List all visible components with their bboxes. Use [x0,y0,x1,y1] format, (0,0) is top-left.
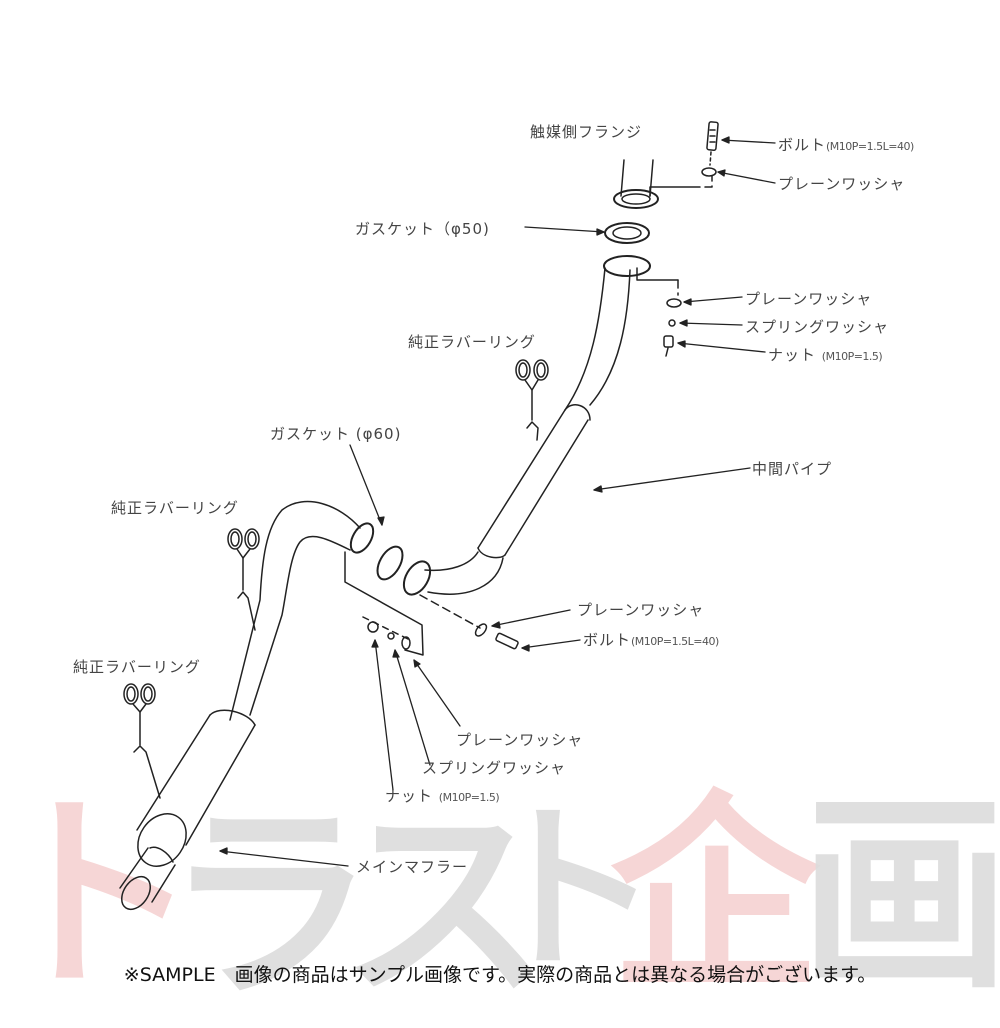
label-bolt-top-spec: (M10P=1.5L=40) [826,140,914,153]
watermark-char-3: ス [340,781,551,1028]
label-main-muffler: メインマフラー [356,858,469,876]
label-bolt-top: ボルト(M10P=1.5L=40) [778,134,914,155]
label-plain-washer-mid: プレーンワッシャ [577,601,705,619]
gasket-60-icon [376,545,404,581]
nut-upper-icon [663,335,674,348]
label-nut-bottom-name: ナット [385,787,434,805]
rubber-ring-upper-icon [515,359,549,441]
main-pipe [229,500,375,721]
catalyst-flange-pipe [613,159,713,209]
sample-disclaimer: ※SAMPLE 画像の商品はサンプル画像です。実際の商品とは異なる場合がございま… [123,964,877,986]
label-catalyst-flange: 触媒側フランジ [530,123,643,141]
label-bolt-mid-spec: (M10P=1.5L=40) [631,635,719,648]
label-nut-upper: ナット (M10P=1.5) [768,344,883,365]
watermark-char-1: ト [0,771,201,1018]
spring-washer-upper-icon [668,319,676,327]
label-rubber-ring-upper: 純正ラバーリング [408,333,536,351]
rubber-ring-lower-icon [123,683,161,799]
watermark-char-4: ト [480,784,661,995]
label-nut-upper-spec: (M10P=1.5) [821,350,883,363]
label-bolt-top-name: ボルト [778,136,827,154]
exhaust-line-drawing [119,121,776,911]
bolt-mid-icon [495,632,519,650]
plain-washer-top-icon [701,167,717,177]
diagram-canvas: ト ラ ス ト 企 画 [0,121,1000,1018]
label-gasket-50: ガスケット（φ50) [355,220,490,238]
label-plain-washer-top: プレーンワッシャ [778,175,906,193]
label-nut-bottom-spec: (M10P=1.5) [438,791,500,804]
label-spring-washer-bottom: スプリングワッシャ [422,759,567,777]
label-mid-pipe: 中間パイプ [752,460,833,478]
label-bolt-mid: ボルト(M10P=1.5L=40) [583,629,719,650]
nut-bottom-icon [367,621,379,633]
spring-washer-bottom-icon [387,632,395,640]
watermark-char-6: 画 [800,771,1000,1018]
label-bolt-mid-name: ボルト [583,631,632,649]
label-gasket-60: ガスケット (φ60) [270,425,402,443]
label-rubber-ring-middle: 純正ラバーリング [111,499,239,517]
watermark-char-5: 企 [610,771,821,1018]
label-nut-bottom: ナット (M10P=1.5) [385,785,500,806]
mid-pipe [402,267,631,596]
label-nut-upper-name: ナット [768,346,817,364]
watermark-char-2: ラ [165,781,376,1028]
label-spring-washer-upper: スプリングワッシャ [745,318,890,336]
mid-pipe-flange-icon [603,255,679,296]
leader-lines [219,136,776,867]
plain-washer-mid-icon [474,623,488,637]
plain-washer-upper-icon [666,298,682,308]
gasket-50-icon [604,222,650,244]
label-plain-washer-bottom: プレーンワッシャ [456,731,584,749]
flange-alignment-plate [344,551,481,656]
rubber-ring-middle-icon [227,528,260,631]
label-plain-washer-upper: プレーンワッシャ [745,290,873,308]
plain-washer-bottom-icon [401,636,411,650]
main-muffler [119,709,256,911]
bolt-top-icon [701,121,719,177]
label-rubber-ring-lower: 純正ラバーリング [73,658,201,676]
